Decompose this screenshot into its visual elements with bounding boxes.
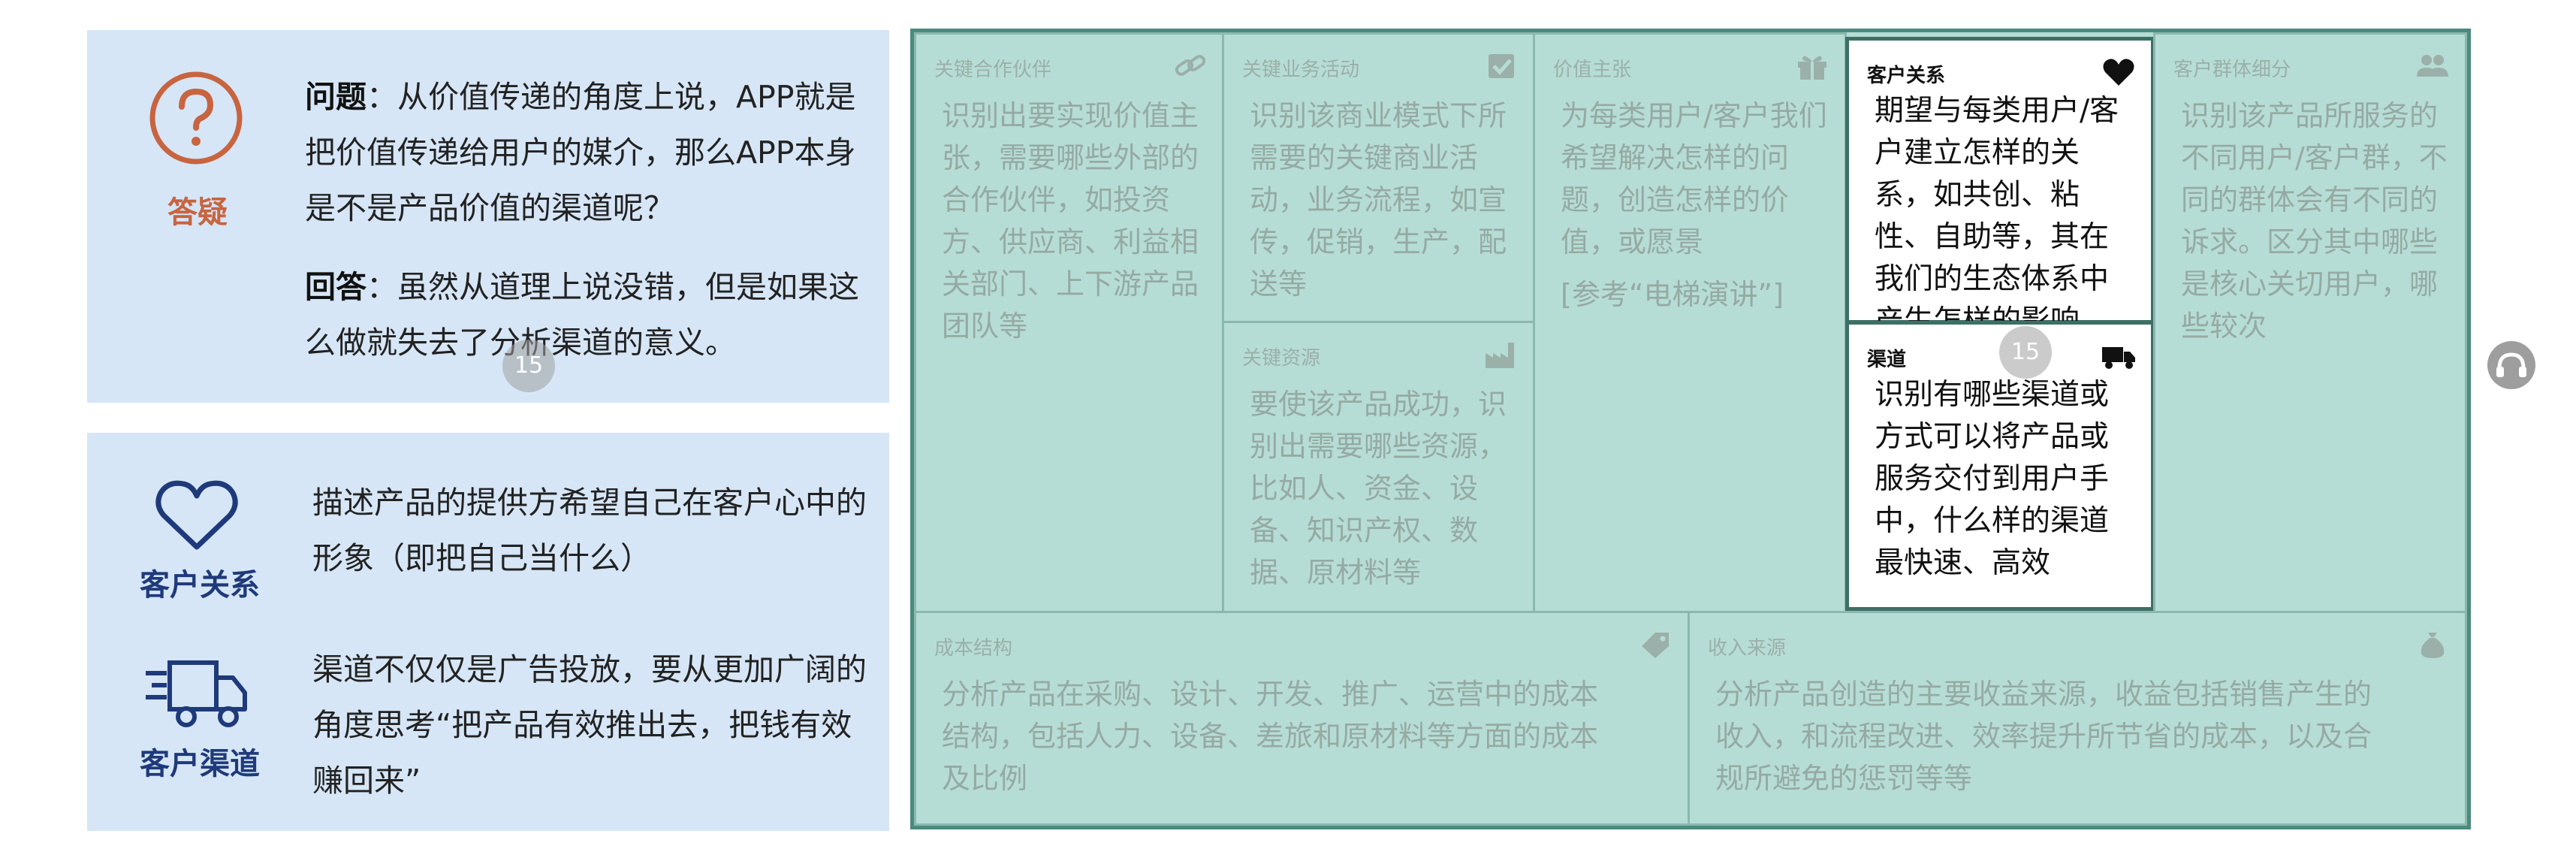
factory-icon — [1486, 343, 1514, 368]
cell-title: 关键资源 — [1242, 347, 1321, 370]
definitions-panel: 客户关系 描述产品的提供方希望自己在客户心中的形象（即把自己当什么） 客户渠道 … — [87, 433, 889, 831]
cell-channels: 渠道 识别有哪些渠道或方式可以将产品或服务交付到用户手中，什么样的渠道最快速、高… — [1845, 321, 2155, 611]
cell-customer-segments: 客户群体细分 识别该产品所服务的不同用户/客户群，不同的群体会有不同的诉求。区分… — [2153, 32, 2467, 614]
qa-tag: 答疑 — [167, 195, 228, 230]
cell-title: 客户群体细分 — [2173, 59, 2291, 81]
cell-body: 为每类用户/客户我们希望解决怎样的问题，创造怎样的价值，或愿景 [参考“电梯演讲… — [1561, 95, 1829, 316]
link-icon — [1175, 55, 1206, 76]
cell-value-proposition: 价值主张 为每类用户/客户我们希望解决怎样的问题，创造怎样的价值，或愿景 [参考… — [1533, 32, 1847, 614]
definition-label-relationship: 客户关系 — [140, 568, 260, 603]
cell-title: 关键合作伙伴 — [934, 59, 1052, 81]
headset-icon — [2496, 352, 2526, 377]
value-note: [参考“电梯演讲”] — [1561, 278, 1784, 311]
question-label: 问题 — [305, 79, 366, 115]
watermark-badge: 15 — [502, 340, 555, 392]
cell-body: 期望与每类用户/客户建立怎样的关系，如共创、粘性、自助等，其在我们的生态体系中产… — [1875, 94, 2119, 338]
answer-label: 回答 — [305, 269, 366, 305]
qa-panel: 答疑 问题：从价值传递的角度上说，APP就是把价值传递给用户的媒介，那么APP本… — [87, 30, 889, 403]
truck-icon — [2102, 347, 2135, 369]
checkbox-icon — [1489, 54, 1514, 78]
cell-title: 关键业务活动 — [1242, 59, 1360, 81]
qa-question: 问题：从价值传递的角度上说，APP就是把价值传递给用户的媒介，那么APP本身是不… — [305, 69, 861, 236]
cell-customer-relationships: 客户关系 期望与每类用户/客户建立怎样的关系，如共创、粘性、自助等，其在我们的生… — [1845, 37, 2155, 338]
cell-body: 分析产品创造的主要收益来源，收益包括销售产生的收入，和流程改进、效率提升所节省的… — [1715, 678, 2372, 795]
cell-title: 渠道 — [1867, 349, 1907, 371]
cell-key-partners: 关键合作伙伴 识别出要实现价值主张，需要哪些外部的合作伙伴，如投资方、供应商、利… — [914, 32, 1225, 614]
users-icon — [2417, 55, 2448, 77]
question-circle-icon — [149, 71, 243, 165]
cell-title: 收入来源 — [1708, 637, 1787, 660]
question-text: ：从价值传递的角度上说，APP就是把价值传递给用户的媒介，那么APP本身是不是产… — [305, 79, 856, 226]
watermark-badge: 15 — [1999, 326, 2052, 379]
cell-body: 要使该产品成功，识别出需要哪些资源，比如人、资金、设备、知识产权、数据、原材料等 — [1250, 388, 1507, 589]
cell-title: 成本结构 — [934, 637, 1013, 660]
qa-answer: 回答：虽然从道理上说没错，但是如果这么做就失去了分析渠道的意义。 — [305, 259, 861, 370]
cell-body: 识别出要实现价值主张，需要哪些外部的合作伙伴，如投资方、供应商、利益相关部门、上… — [942, 99, 1199, 343]
value-text: 为每类用户/客户我们希望解决怎样的问题，创造怎样的价值，或愿景 — [1561, 99, 1827, 258]
money-bag-icon — [2421, 633, 2445, 658]
truck-icon — [146, 660, 247, 727]
cell-body: 识别该产品所服务的不同用户/客户群，不同的群体会有不同的诉求。区分其中哪些是核心… — [2181, 99, 2448, 343]
definition-text-channel: 渠道不仅仅是广告投放，要从更加广阔的角度思考“把产品有效推出去，把钱有效赚回来” — [312, 651, 867, 799]
tag-icon — [1642, 633, 1669, 658]
cell-cost-structure: 成本结构 分析产品在采购、设计、开发、推广、运营中的成本结构，包括人力、设备、差… — [914, 611, 1691, 826]
cell-revenue-streams: 收入来源 分析产品创造的主要收益来源，收益包括销售产生的收入，和流程改进、效率提… — [1688, 611, 2467, 826]
cell-body: 识别有哪些渠道或方式可以将产品或服务交付到用户手中，什么样的渠道最快速、高效 — [1875, 378, 2110, 580]
headset-button[interactable] — [2487, 341, 2535, 389]
cell-title: 客户关系 — [1867, 65, 1946, 87]
cell-title: 价值主张 — [1553, 59, 1632, 81]
definition-text-relationship: 描述产品的提供方希望自己在客户心中的形象（即把自己当什么） — [312, 485, 867, 576]
heart-icon — [155, 480, 238, 550]
business-model-canvas: 关键合作伙伴 识别出要实现价值主张，需要哪些外部的合作伙伴，如投资方、供应商、利… — [910, 29, 2471, 829]
cell-key-resources: 关键资源 要使该产品成功，识别出需要哪些资源，比如人、资金、设备、知识产权、数据… — [1222, 321, 1536, 614]
gift-icon — [1798, 56, 1826, 80]
cell-body: 分析产品在采购、设计、开发、推广、运营中的成本结构，包括人力、设备、差旅和原材料… — [942, 678, 1599, 795]
answer-text: ：虽然从道理上说没错，但是如果这么做就失去了分析渠道的意义。 — [305, 269, 859, 361]
definition-label-channel: 客户渠道 — [140, 747, 260, 781]
heart-icon — [2103, 59, 2134, 86]
cell-body: 识别该商业模式下所需要的关键商业活动，业务流程，如宣传，促销，生产，配送等 — [1250, 99, 1507, 301]
cell-key-activities: 关键业务活动 识别该商业模式下所需要的关键商业活动，业务流程，如宣传，促销，生产… — [1222, 32, 1536, 324]
